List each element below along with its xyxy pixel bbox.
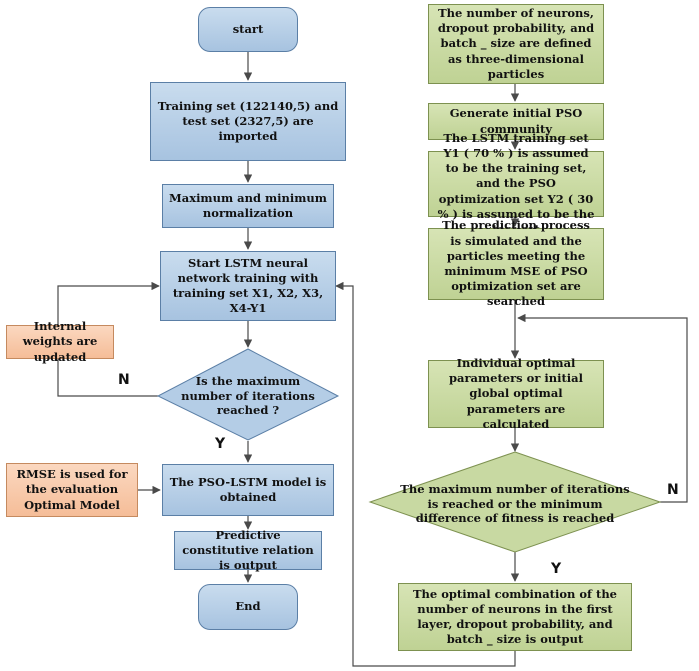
yes-label-right: Y: [551, 561, 562, 577]
arrow-update-to-train: [57, 281, 160, 325]
no-label-left: N: [118, 372, 130, 388]
iterations-decision-label: Is the maximum number of iterations reac…: [181, 373, 315, 418]
dataset-split-step: The LSTM training set Y1 ( 70 % ) is ass…: [428, 131, 604, 236]
convergence-decision-label: The maximum number of iterations is reac…: [400, 481, 630, 526]
generate-pso-step: Generate initial PSO community: [428, 103, 604, 140]
end-node: End: [198, 584, 298, 630]
output-relation-step: Predictive constitutive relation is outp…: [174, 528, 322, 572]
decision-diamond-right: [368, 451, 662, 553]
arrow-result-to-train: [335, 281, 516, 667]
calculate-parameters-step: Individual optimal parameters or initial…: [428, 356, 604, 431]
lstm-training-step: Start LSTM neural network training with …: [160, 251, 336, 321]
arrow-decision-no-loop: [57, 359, 158, 397]
decision-diamond-left: [156, 348, 340, 441]
no-label-right: N: [667, 482, 679, 498]
optimal-output-step: The optimal combination of the number of…: [398, 583, 632, 651]
import-data-step: Training set (122140,5) and test set (23…: [150, 82, 346, 161]
yes-label-left: Y: [215, 436, 226, 452]
simulate-prediction-step: The prediction process is simulated and …: [428, 218, 604, 308]
update-weights-step: Internal weights are updated: [6, 319, 114, 364]
rmse-evaluation-step: RMSE is used for the evaluation Optimal …: [6, 463, 138, 517]
pso-lstm-model-step: The PSO-LSTM model is obtained: [162, 464, 334, 516]
normalization-step: Maximum and minimum normalization: [162, 184, 334, 228]
start-node: start: [198, 7, 298, 52]
arrow-decision-no-loop-right: [517, 313, 688, 503]
define-particles-step: The number of neurons, dropout probabili…: [428, 4, 604, 84]
